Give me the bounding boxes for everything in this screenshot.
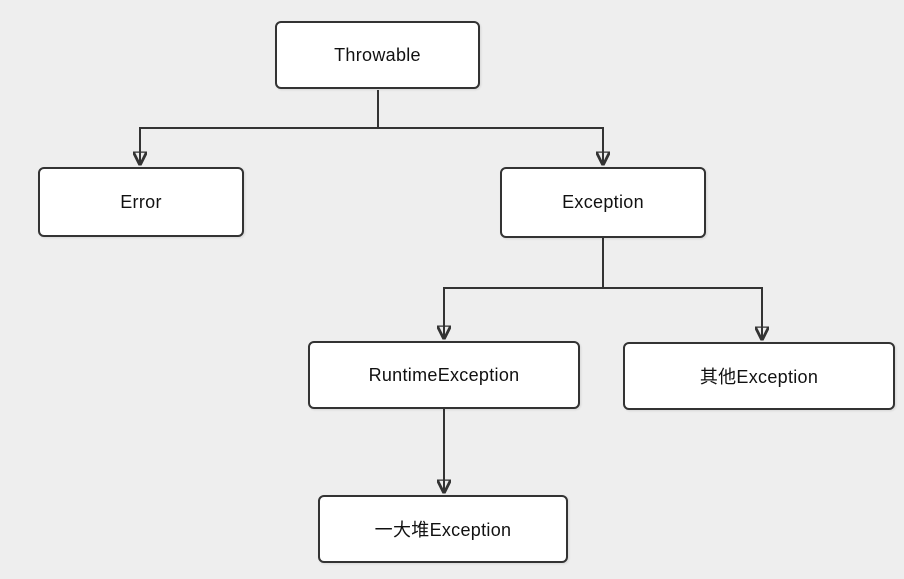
node-error: Error bbox=[38, 167, 244, 237]
node-exception-label: Exception bbox=[562, 192, 644, 212]
edge-exception-other bbox=[603, 287, 762, 339]
edge-throwable-exception bbox=[378, 127, 603, 164]
node-throwable-label: Throwable bbox=[334, 44, 421, 65]
node-other-exception-label: 其他Exception bbox=[699, 367, 819, 387]
node-runtime-exception-label: RuntimeException bbox=[368, 364, 520, 385]
node-exception: Exception bbox=[500, 167, 706, 238]
node-many-exception-label: 一大堆Exception bbox=[374, 520, 512, 540]
edge-exception-runtime bbox=[444, 238, 604, 338]
edge-throwable-error bbox=[140, 90, 379, 164]
node-other-exception: 其他Exception bbox=[623, 342, 895, 410]
node-throwable: Throwable bbox=[275, 21, 480, 89]
node-error-label: Error bbox=[120, 191, 162, 212]
node-many-exception: 一大堆Exception bbox=[318, 495, 568, 563]
node-runtime-exception: RuntimeException bbox=[308, 341, 580, 409]
